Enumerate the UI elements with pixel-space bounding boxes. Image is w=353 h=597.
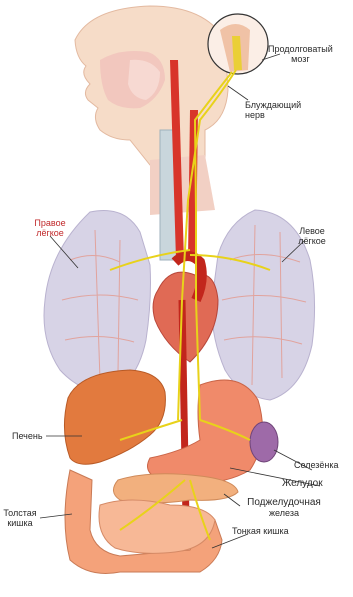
right-lung-label: Правое лёгкое (22, 218, 78, 238)
medulla-label-line1: Продолговатый (268, 44, 333, 54)
left-lung-label-line1: Левое (284, 226, 340, 236)
left-lung-label-line2: лёгкое (284, 236, 340, 246)
vagus-label-line1: Блуждающий (245, 100, 301, 110)
right-lung (44, 211, 151, 395)
right-lung-label-line2: лёгкое (22, 228, 78, 238)
spleen (250, 422, 278, 462)
right-lung-label-line1: Правое (22, 218, 78, 228)
liver-label: Печень (12, 431, 43, 441)
medulla-inset (208, 14, 268, 74)
vagus-label: Блуждающий нерв (245, 100, 301, 120)
pancreas-label: Поджелудочная железа (236, 498, 332, 518)
pancreas-label-line1: Поджелудочная (236, 498, 332, 508)
pancreas-label-line2: железа (236, 508, 332, 518)
medulla-label: Продолговатый мозг (268, 44, 333, 64)
medulla-label-line2: мозг (268, 54, 333, 64)
stomach-label: Желудок (282, 479, 323, 489)
colon-label: Толстая кишка (0, 508, 40, 528)
colon-label-line2: кишка (0, 518, 40, 528)
colon-label-line1: Толстая (0, 508, 40, 518)
head (75, 6, 228, 165)
liver (64, 370, 165, 464)
small-intestine-label: Тонкая кишка (232, 526, 289, 536)
spleen-label: Селезёнка (294, 460, 339, 470)
left-lung-label: Левое лёгкое (284, 226, 340, 246)
vagus-label-line2: нерв (245, 110, 301, 120)
